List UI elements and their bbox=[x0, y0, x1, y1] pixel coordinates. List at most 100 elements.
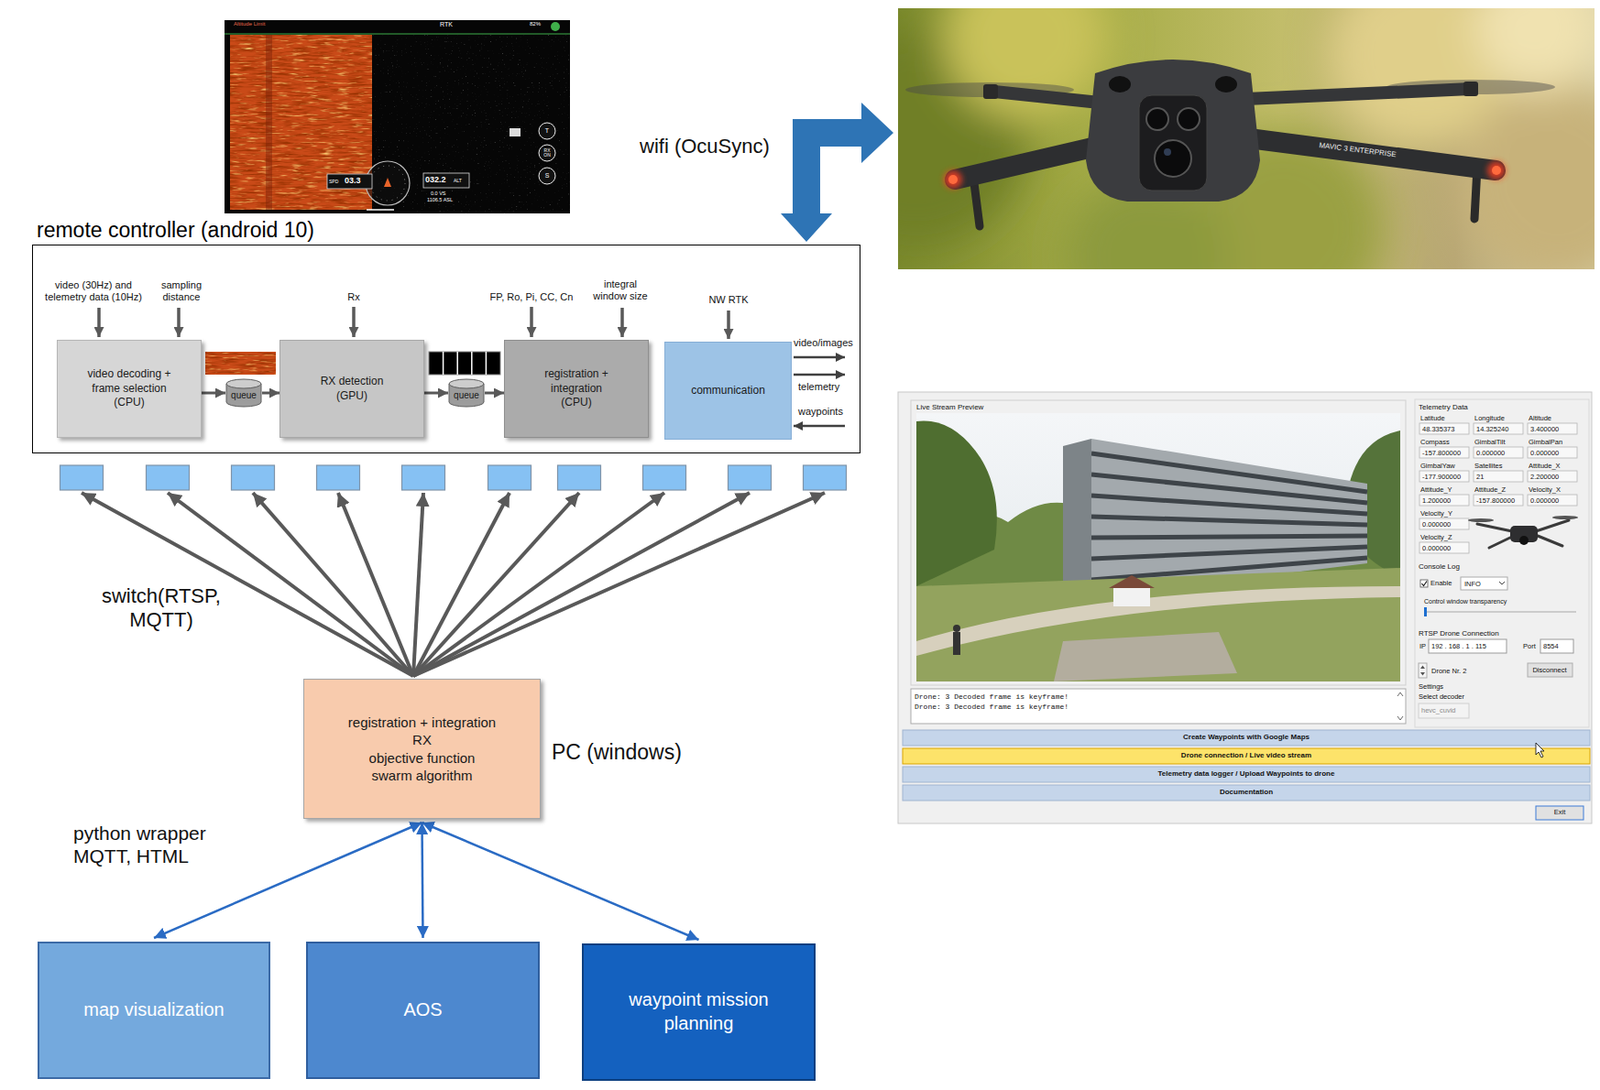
telemetry-name: GimbalTilt bbox=[1474, 438, 1505, 447]
controller-fan-arrows bbox=[81, 493, 825, 677]
gui-screenshot bbox=[1414, 399, 1590, 728]
gui-screenshot bbox=[902, 767, 1590, 783]
telemetry-name: GimbalYaw bbox=[1420, 461, 1456, 471]
video-preview bbox=[1063, 438, 1092, 598]
gui-screenshot bbox=[910, 400, 1406, 686]
output-arrows bbox=[793, 356, 845, 360]
wireless-link-arrow bbox=[780, 102, 894, 242]
button-text: Disconnect bbox=[1532, 666, 1567, 675]
slider-label: Control window transparency bbox=[1424, 598, 1507, 606]
input-label: integral window size bbox=[587, 278, 654, 303]
gui-screenshot bbox=[898, 392, 1592, 824]
frame-strip-thermal bbox=[205, 351, 276, 375]
gui-screenshot bbox=[902, 730, 1590, 746]
network-label: switch(RTSP, MQTT) bbox=[97, 584, 226, 634]
hud-text: SPD bbox=[328, 178, 339, 185]
box-text: video decoding + frame selection (CPU) bbox=[83, 367, 176, 410]
hud-text: 1106.5 ASL bbox=[427, 197, 453, 204]
drone-photo bbox=[1108, 76, 1131, 93]
video-preview bbox=[1091, 536, 1368, 538]
controller-screenshot bbox=[366, 208, 395, 211]
process-box: communication bbox=[664, 341, 792, 440]
video-preview bbox=[953, 632, 961, 656]
controller-squares bbox=[317, 465, 361, 491]
drone-icon bbox=[1468, 515, 1579, 548]
gui-screenshot bbox=[1527, 494, 1578, 506]
gui-screenshot bbox=[1419, 423, 1578, 554]
gui-screenshot bbox=[1418, 663, 1427, 679]
frame-strip-thermal bbox=[205, 351, 276, 375]
input-label: video (30Hz) and telemetry data (10Hz) bbox=[39, 279, 148, 304]
frame-strip-detection bbox=[442, 351, 445, 375]
controller-fan-arrows bbox=[413, 493, 750, 677]
video-preview bbox=[916, 413, 1401, 682]
gui-screenshot bbox=[1527, 663, 1573, 678]
field-value: 192 . 168 . 1 . 115 bbox=[1431, 642, 1487, 651]
box-text: AOS bbox=[403, 998, 442, 1023]
pipeline-arrow bbox=[262, 392, 280, 395]
drone-photo bbox=[943, 8, 1109, 120]
dropdown-value: INFO bbox=[1464, 580, 1481, 589]
process-box: registration + integration (CPU) bbox=[504, 339, 649, 439]
telemetry-name: Longitude bbox=[1474, 414, 1505, 423]
frame-strip-detection bbox=[471, 351, 473, 375]
gui-screenshot bbox=[1460, 577, 1508, 591]
field-label: Select decoder bbox=[1418, 692, 1465, 702]
controller-fan-arrows bbox=[413, 493, 424, 677]
module-box: AOS bbox=[306, 942, 540, 1080]
video-preview bbox=[1113, 586, 1151, 607]
box-text: communication bbox=[690, 383, 766, 398]
gui-screenshot bbox=[1424, 607, 1427, 617]
drone-icon bbox=[1477, 520, 1569, 548]
gui-screenshot bbox=[1419, 423, 1469, 435]
gui-screenshot bbox=[1420, 666, 1425, 677]
gui-screenshot bbox=[1473, 471, 1524, 483]
frame-strip-detection bbox=[428, 351, 501, 375]
output-label: video/images bbox=[793, 337, 854, 350]
hud-button-text: T bbox=[540, 127, 554, 135]
drone-photo bbox=[1139, 95, 1207, 191]
drone-icon bbox=[1468, 518, 1494, 523]
telemetry-value: -177.900000 bbox=[1422, 472, 1461, 482]
video-preview bbox=[916, 413, 1401, 682]
telemetry-value: 21 bbox=[1476, 472, 1484, 482]
input-arrows bbox=[351, 306, 356, 338]
gui-screenshot bbox=[1473, 423, 1524, 435]
hud-text: 0.0 VS bbox=[430, 190, 447, 198]
section-title: RTSP Drone Connection bbox=[1418, 629, 1500, 639]
module-box: waypoint mission planning bbox=[581, 943, 816, 1082]
telemetry-value: 14.325240 bbox=[1476, 425, 1509, 434]
field-value: 8554 bbox=[1543, 642, 1559, 651]
drone-photo bbox=[1475, 8, 1595, 92]
drone-photo bbox=[1177, 108, 1200, 131]
controller-squares bbox=[558, 465, 602, 491]
controller-squares bbox=[146, 465, 190, 491]
gui-screenshot bbox=[1424, 611, 1577, 614]
controller-squares bbox=[231, 465, 275, 491]
output-label: telemetry bbox=[798, 381, 840, 394]
gui-screenshot bbox=[1527, 471, 1578, 483]
hud-button-text: S bbox=[540, 172, 554, 180]
video-preview bbox=[1091, 453, 1368, 581]
frame-heading: remote controller (android 10) bbox=[36, 217, 315, 244]
field-label: Port bbox=[1523, 642, 1536, 651]
telemetry-value: 1.200000 bbox=[1422, 496, 1451, 505]
telemetry-value: 0.000000 bbox=[1530, 449, 1559, 458]
controller-fan-arrows bbox=[338, 493, 414, 677]
output-label: waypoints bbox=[798, 405, 844, 418]
drone-photo bbox=[1487, 161, 1506, 180]
box-text: RX bbox=[412, 731, 432, 749]
gui-screenshot bbox=[1419, 471, 1469, 483]
controller-screenshot bbox=[423, 173, 470, 188]
panel-title: Live Stream Preview bbox=[916, 403, 984, 413]
telemetry-value: 0.000000 bbox=[1422, 544, 1451, 553]
host-label: PC (windows) bbox=[551, 740, 682, 767]
output-arrows bbox=[793, 373, 845, 377]
controller-fan-arrows bbox=[413, 493, 665, 677]
gui-screenshot bbox=[1419, 494, 1469, 506]
controller-squares bbox=[60, 465, 104, 491]
console-line: Drone: 3 Decoded frame is keyframe! bbox=[914, 692, 1069, 702]
controller-screenshot bbox=[224, 20, 570, 214]
menu-button-text: Create Waypoints with Google Maps bbox=[1183, 733, 1310, 743]
